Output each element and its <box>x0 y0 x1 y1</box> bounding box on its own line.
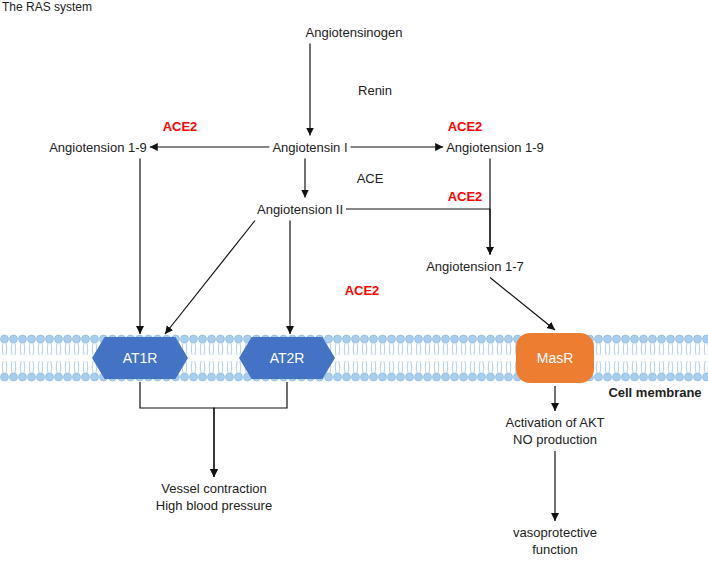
effect-text: Vessel contraction High blood pressure <box>147 480 282 514</box>
molecule-label: Angiotension 1-9 <box>446 139 544 156</box>
reaction-arrow <box>140 382 214 477</box>
reaction-arrow <box>289 221 290 335</box>
region-label: Cell membrane <box>606 385 703 400</box>
node-text: AT1R <box>123 350 158 367</box>
reaction-arrow <box>304 159 305 198</box>
effect-text: Activation of AKT NO production <box>495 414 615 448</box>
node-text: Angiotensinogen <box>306 24 403 41</box>
diagram-title: The RAS system <box>2 0 92 14</box>
enzyme-label: ACE2 <box>343 283 382 298</box>
hexagon-fill <box>239 337 335 379</box>
reaction-arrow <box>165 221 255 335</box>
reaction-arrow <box>490 278 555 331</box>
node-text: Angiotension 1-9 <box>446 139 544 156</box>
receptor-hexagon: AT1R <box>92 337 188 379</box>
receptor-hexagon: AT2R <box>239 337 335 379</box>
reaction-arrow <box>214 382 287 477</box>
reaction-arrow <box>554 386 555 411</box>
receptor-fill <box>516 333 594 383</box>
reaction-arrow <box>150 146 270 147</box>
node-text: Angiotension II <box>257 201 343 218</box>
lipid-bilayer <box>0 334 708 382</box>
enzyme-label: ACE2 <box>161 119 200 134</box>
node-text: MasR <box>537 350 574 367</box>
reaction-arrow <box>554 451 555 521</box>
reaction-arrow <box>309 44 310 136</box>
enzyme-label: ACE2 <box>446 119 485 134</box>
reaction-arrow <box>139 159 140 335</box>
node-text: Vessel contraction High blood pressure <box>147 480 282 514</box>
enzyme-label: Renin <box>356 83 394 98</box>
molecule-label: Angiotension 1-7 <box>426 258 524 275</box>
node-text: vasoprotective function <box>503 524 607 558</box>
node-text: Activation of AKT NO production <box>495 414 615 448</box>
node-text: Angiotension 1-7 <box>426 258 524 275</box>
receptor-shape: MasR <box>516 333 594 383</box>
node-text: AT2R <box>270 350 305 367</box>
molecule-label: Angiotension II <box>257 201 343 218</box>
node-text: Angiotension 1-9 <box>49 139 147 156</box>
enzyme-label: ACE2 <box>446 189 485 204</box>
node-text: Angiotensin I <box>272 139 347 156</box>
reaction-arrow <box>346 209 490 255</box>
molecule-label: Angiotensin I <box>272 139 347 156</box>
molecule-label: Angiotension 1-9 <box>49 139 147 156</box>
enzyme-label: ACE <box>355 171 386 186</box>
effect-text: vasoprotective function <box>503 524 607 558</box>
molecule-label: Angiotensinogen <box>306 24 403 41</box>
hexagon-fill <box>92 337 188 379</box>
reaction-arrow <box>351 146 444 147</box>
reaction-arrow <box>489 159 490 255</box>
